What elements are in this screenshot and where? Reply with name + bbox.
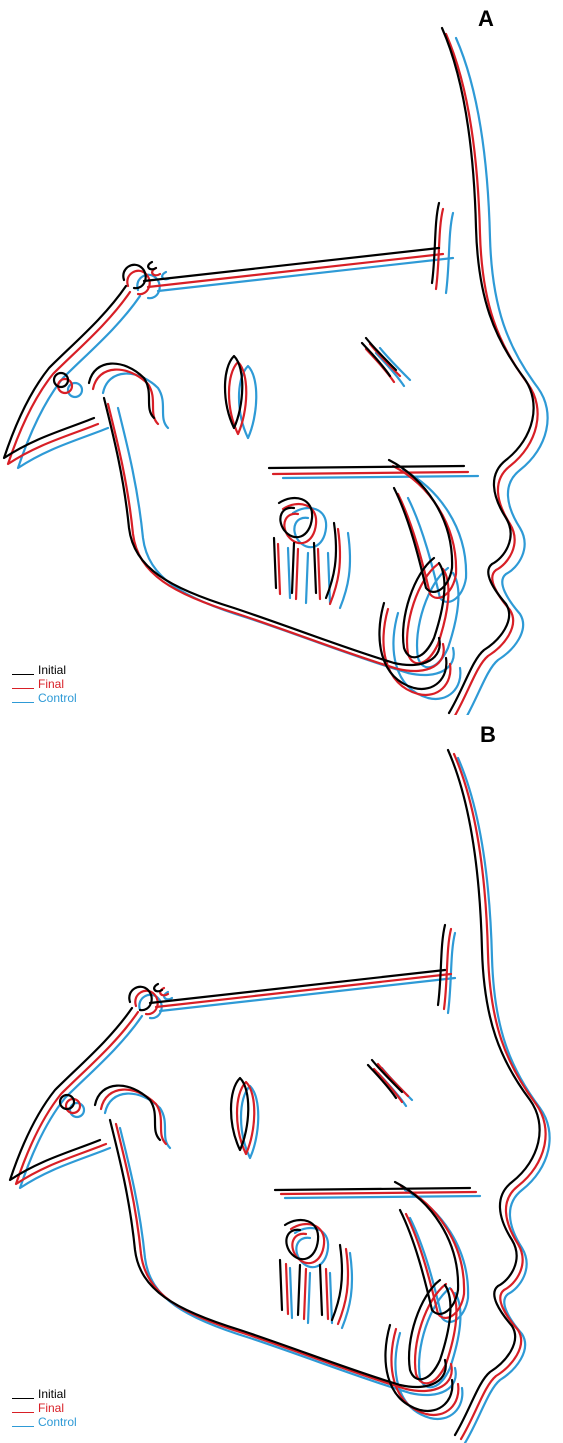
panel-label-a: A <box>478 6 494 31</box>
legend-b: Initial Final Control <box>12 1387 77 1429</box>
tracing-svg-a <box>2 26 549 715</box>
control-tracing-b <box>18 756 551 1443</box>
legend-swatch-initial <box>12 1398 34 1399</box>
final-tracing-b <box>14 752 547 1441</box>
legend-label-initial: Initial <box>38 1387 67 1401</box>
legend-swatch-control <box>12 702 34 703</box>
legend-item-initial: Initial <box>12 1387 77 1401</box>
legend-a: Initial Final Control <box>12 663 77 705</box>
legend-item-final: Final <box>12 677 77 691</box>
legend-label-final: Final <box>38 677 65 691</box>
initial-tracing-a <box>2 26 535 715</box>
legend-item-control: Control <box>12 1415 77 1429</box>
legend-label-initial: Initial <box>38 663 67 677</box>
legend-item-control: Control <box>12 691 77 705</box>
panel-b: B Initial Final Control <box>0 718 563 1443</box>
panel-label-b: B <box>480 722 496 747</box>
panel-a: A Initial Final Control <box>0 0 563 715</box>
legend-swatch-initial <box>12 674 34 675</box>
legend-swatch-final <box>12 688 34 689</box>
legend-label-control: Control <box>38 1415 77 1429</box>
legend-item-initial: Initial <box>12 663 77 677</box>
legend-item-final: Final <box>12 1401 77 1415</box>
legend-label-control: Control <box>38 691 77 705</box>
legend-label-final: Final <box>38 1401 65 1415</box>
legend-swatch-final <box>12 1412 34 1413</box>
tracing-svg-b <box>8 748 551 1443</box>
legend-swatch-control <box>12 1426 34 1427</box>
control-tracing-a <box>16 36 549 715</box>
